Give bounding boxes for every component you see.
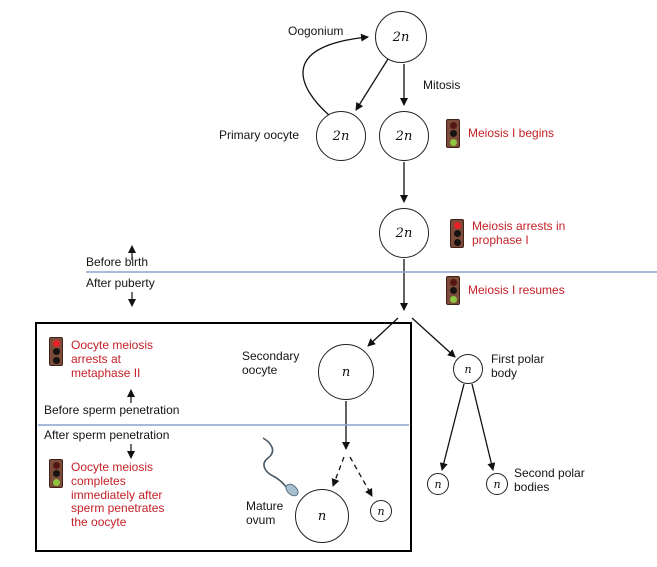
primary-oocyte-cell-1: 2n: [316, 111, 366, 161]
green-light-dot-icon: [449, 138, 457, 146]
second-polar-body-cell-2: n: [486, 473, 508, 495]
prophase-arrest-label: Meiosis arrests in prophase I: [472, 219, 566, 247]
mitosis-arrow-left: [355, 58, 389, 111]
before-birth-label: Before birth: [86, 255, 149, 269]
primary-oocyte-cell-2: 2n: [379, 111, 429, 161]
primary-oocyte-label: Primary oocyte: [219, 128, 300, 142]
oogonium-cell: 2n: [375, 11, 427, 63]
metaphase-arrest-traffic-light-icon: [49, 337, 63, 366]
first-polar-body-label: First polar body: [491, 352, 545, 380]
secondary-oocyte-cell: n: [318, 344, 374, 400]
mature-ovum-cell: n: [295, 489, 349, 543]
meiosis-completes-label: Oocyte meiosis completes immediately aft…: [71, 460, 165, 530]
oogonium-label: Oogonium: [288, 24, 344, 38]
second-polar-bodies-label: Second polar bodies: [514, 466, 585, 494]
oogonium-renewal-arrow: [302, 33, 369, 117]
middle-light-dot-icon: [52, 348, 60, 355]
green-light-dot-icon: [453, 238, 461, 246]
prophase-arrested-cell: 2n: [379, 208, 429, 258]
metaphase-arrest-label: Oocyte meiosis arrests at metaphase II: [71, 338, 154, 380]
red-light-dot-icon: [449, 121, 457, 129]
red-light-dot-icon: [449, 278, 457, 286]
middle-light-dot-icon: [449, 287, 457, 294]
middle-light-dot-icon: [453, 230, 461, 237]
meiosis-begins-traffic-light-icon: [446, 119, 460, 148]
meiosis-completes-traffic-light-icon: [49, 459, 63, 488]
meiosis2-product-cell: n: [370, 500, 392, 522]
second-polar-body-cell-1: n: [427, 473, 449, 495]
green-light-dot-icon: [449, 295, 457, 303]
after-puberty-label: After puberty: [86, 276, 155, 290]
red-light-dot-icon: [52, 339, 60, 347]
sperm-penetration-box: [35, 322, 412, 552]
first-polar-body-cell: n: [453, 354, 483, 384]
prophase-arrest-traffic-light-icon: [450, 219, 464, 248]
red-light-dot-icon: [52, 461, 60, 469]
arrow-to-mature-ovum: [331, 456, 345, 487]
mature-ovum-label: Mature ovum: [246, 499, 284, 527]
meiosis-resumes-label: Meiosis I resumes: [468, 283, 565, 297]
arrow-to-second-polar-2: [471, 383, 496, 471]
mitosis-label: Mitosis: [423, 78, 461, 92]
meiosis-resumes-traffic-light-icon: [446, 276, 460, 305]
arrow-to-first-polar-body: [411, 317, 456, 358]
middle-light-dot-icon: [52, 470, 60, 477]
secondary-oocyte-label: Secondary oocyte: [242, 349, 300, 377]
arrow-to-secondary-oocyte: [367, 317, 399, 347]
middle-light-dot-icon: [449, 130, 457, 137]
green-light-dot-icon: [52, 478, 60, 486]
green-light-dot-icon: [52, 356, 60, 364]
arrow-to-second-polar-1: [439, 383, 465, 471]
after-sperm-label: After sperm penetration: [44, 428, 170, 442]
arrow-to-meiosis2-polar: [349, 456, 373, 497]
before-sperm-label: Before sperm penetration: [44, 403, 180, 417]
sperm-icon: [262, 437, 299, 497]
meiosis-begins-label: Meiosis I begins: [468, 126, 555, 140]
red-light-dot-icon: [453, 221, 461, 229]
